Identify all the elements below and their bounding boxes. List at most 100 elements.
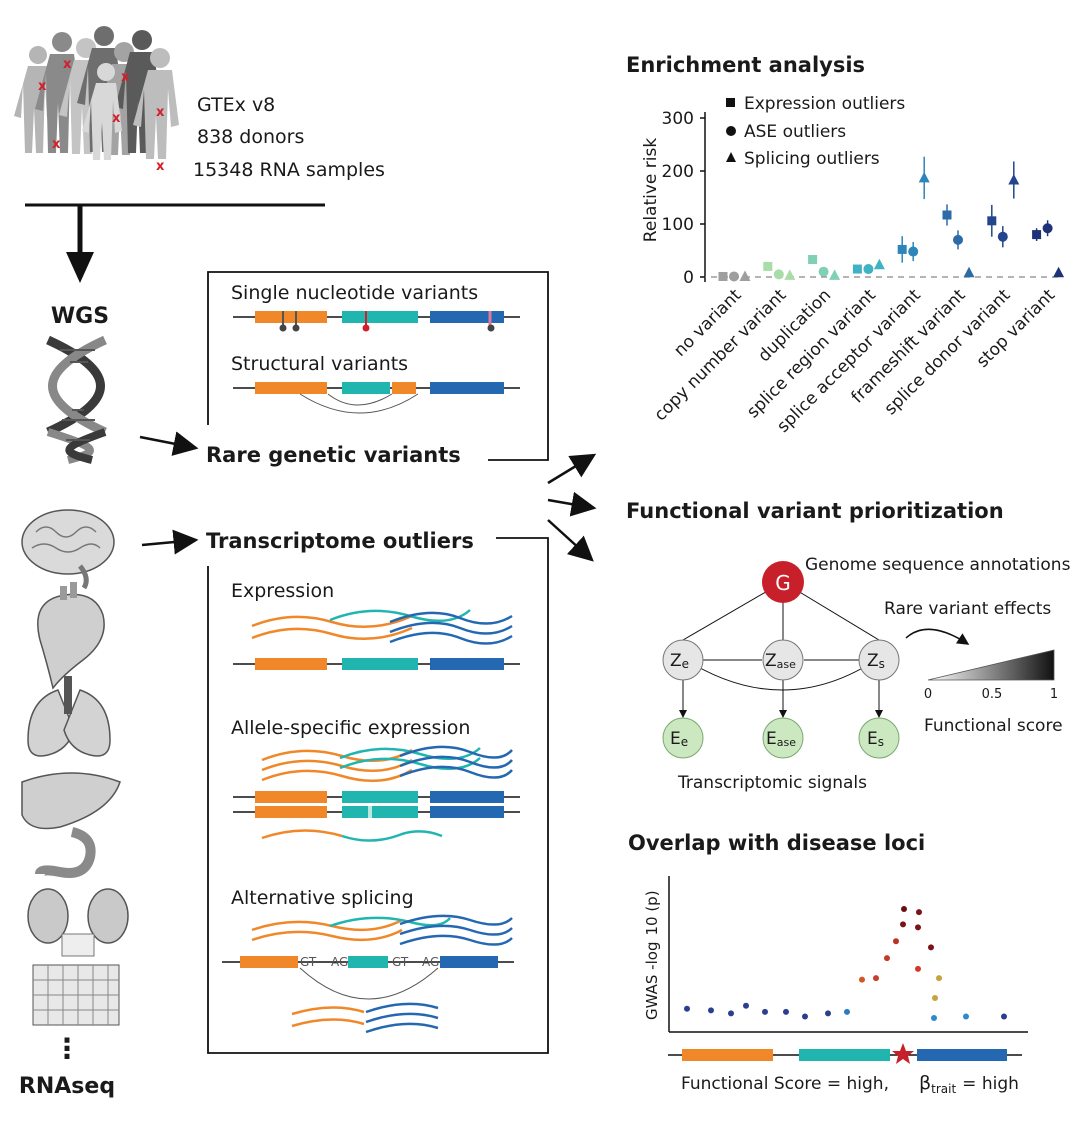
gwas-point [1001, 1013, 1007, 1020]
rnaseq-to-outliers-arrow [141, 529, 199, 555]
wgs-label: WGS [51, 304, 109, 329]
splice-acceptor-ag-2: AG [422, 955, 439, 969]
tissue-cells-icon [32, 964, 120, 1026]
z-e-label: Ze [670, 651, 689, 671]
e-s-label: Es [867, 729, 884, 749]
enrichment-point-square [808, 255, 818, 265]
enrichment-point-circle [953, 234, 963, 245]
genome-annotations-label: Genome sequence annotations [805, 555, 1071, 575]
sv-title: Structural variants [231, 353, 408, 375]
legend-square-marker [726, 98, 735, 107]
donor-silhouettes [14, 26, 179, 160]
wgs-to-variants-arrow [139, 431, 199, 456]
prioritization-title: Functional variant prioritization [626, 499, 1004, 523]
gwas-gene-track [668, 1043, 1022, 1064]
enrichment-point-triangle [918, 171, 930, 183]
z-s-label: Zs [867, 651, 885, 671]
svg-text:x: x [38, 79, 47, 94]
svg-text:x: x [52, 137, 61, 152]
enrichment-point-square [852, 264, 862, 274]
expression-title: Expression [231, 580, 334, 602]
rare-effects-arrow [905, 628, 970, 645]
outliers-label: Transcriptome outliers [206, 529, 474, 553]
arrow-to-enrichment [547, 453, 597, 485]
enrichment-legend: Expression outliers ASE outliers Splicin… [726, 94, 905, 169]
enrichment-point-triangle [1053, 266, 1065, 278]
lungs-icon [27, 676, 111, 757]
expression-track [233, 609, 520, 670]
variants-box-frame [207, 271, 549, 461]
rnaseq-label: RNAseq [19, 1074, 115, 1099]
e-node-ase [762, 717, 804, 759]
enrichment-point-circle [863, 264, 874, 275]
more-tissues-ellipsis: ⋮ [53, 1032, 81, 1065]
gwas-points [684, 906, 1007, 1021]
enrichment-point-square [1032, 230, 1042, 240]
gwas-title: Overlap with disease loci [628, 831, 925, 855]
gwas-point [900, 921, 906, 928]
ase-title: Allele-specific expression [231, 717, 470, 739]
legend-ase: ASE outliers [744, 122, 846, 142]
splice-acceptor-ag-1: AG [331, 955, 348, 969]
gwas-point [915, 965, 921, 972]
gwas-point [783, 1008, 789, 1015]
dna-helix-icon [46, 335, 107, 464]
enrichment-y-tick-label: 100 [662, 215, 694, 235]
down-arrow-head [66, 252, 94, 283]
e-node-expression [662, 717, 704, 759]
enrichment-x-tick-label: stop variant [973, 285, 1060, 372]
gwas-point [963, 1013, 969, 1020]
gwas-point [873, 975, 879, 982]
enrichment-y-tick-label: 200 [662, 162, 694, 182]
bayesian-network [662, 561, 900, 759]
enrichment-point-circle [818, 266, 829, 277]
e-ase-label: Ease [766, 729, 796, 749]
gwas-point [743, 1002, 749, 1009]
functional-score-scale [927, 649, 1055, 681]
gwas-point [928, 944, 934, 951]
splice-donor-gt-1: GT [300, 955, 317, 969]
gwas-point [932, 995, 938, 1002]
gwas-point [916, 909, 922, 916]
gwas-point [893, 938, 899, 945]
gwas-point [859, 976, 865, 983]
enrichment-point-square [763, 261, 773, 271]
gwas-point [915, 924, 921, 931]
gwas-y-label: GWAS -log10 (p) [643, 890, 661, 1020]
genome-node-label: G [775, 571, 791, 595]
enrichment-point-circle [1042, 223, 1053, 234]
gwas-point [901, 906, 907, 912]
splice-donor-gt-2: GT [392, 955, 409, 969]
z-ase-label: Zase [765, 651, 796, 671]
gwas-caption-beta: βtrait= high [919, 1072, 1019, 1096]
enrichment-point-triangle [963, 266, 975, 278]
gwas-point [708, 1007, 714, 1014]
functional-score-label: Functional score [924, 716, 1063, 736]
svg-text:x: x [112, 111, 121, 126]
gwas-point [684, 1005, 690, 1012]
svg-text:x: x [156, 159, 165, 174]
snv-title: Single nucleotide variants [231, 282, 478, 304]
enrichment-point-square [718, 271, 728, 281]
z-node-ase [762, 639, 804, 681]
enrichment-point-triangle [873, 258, 885, 270]
e-e-label: Ee [670, 729, 688, 749]
donor-count: 838 donors [197, 126, 304, 148]
e-node-splicing [858, 717, 900, 759]
splicing-title: Alternative splicing [231, 887, 414, 909]
enrichment-y-tick-label: 300 [662, 109, 694, 129]
snv-gene-track [233, 311, 520, 332]
gwas-point [931, 1015, 937, 1021]
rare-variants-label: Rare genetic variants [206, 443, 461, 467]
enrichment-point-circle [997, 231, 1008, 242]
scale-tick-0: 0 [924, 687, 932, 702]
gwas-point [884, 955, 890, 962]
sample-count: 15348 RNA samples [193, 159, 385, 181]
donor-red-marks: x x x x x x x [38, 57, 165, 174]
splicing-track [222, 914, 514, 1034]
enrichment-point-square [987, 216, 997, 226]
enrichment-y-label: Relative risk [641, 138, 661, 243]
legend-splicing: Splicing outliers [744, 149, 880, 169]
